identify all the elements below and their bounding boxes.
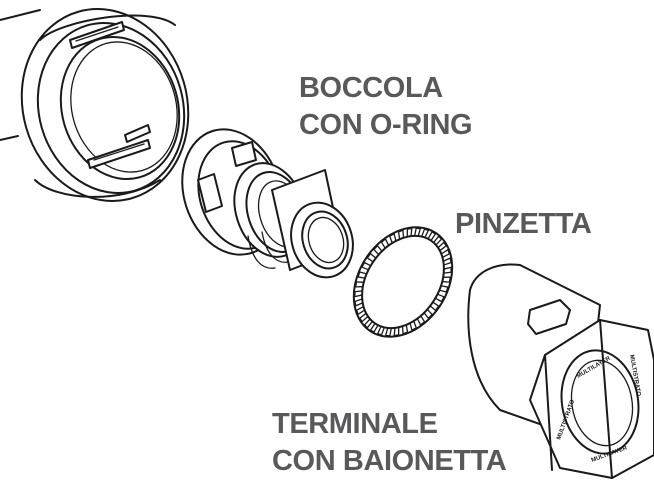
clip-tooth: [359, 313, 368, 323]
clip-tooth: [373, 245, 382, 255]
clip-ring-inner: [361, 234, 445, 330]
clip-tooth: [393, 327, 400, 337]
clip-tooth: [356, 306, 365, 315]
clip-tooth: [424, 309, 433, 319]
clip-tooth: [430, 302, 440, 312]
label-boccola-line-1: BOCCOLA: [299, 72, 443, 104]
clip-tooth: [444, 266, 452, 274]
clip-tooth: [439, 285, 449, 293]
terminal-hex-edge-2: [599, 319, 613, 479]
clip-tooth: [443, 257, 452, 266]
ring-slot-bottom: [87, 139, 151, 169]
label-terminale-con-baionetta: TERMINALE CON BAIONETTA: [272, 406, 507, 480]
clip-tooth: [409, 321, 417, 331]
ring-slot-top: [69, 21, 125, 49]
clip-tooth: [384, 328, 392, 337]
clip-tooth: [357, 271, 367, 279]
ring-top-side: [39, 14, 176, 41]
clip-tooth: [441, 249, 450, 258]
pipe-bottom-edge: [0, 135, 19, 141]
clip-tooth: [380, 238, 389, 249]
clip-tooth: [354, 290, 362, 298]
clip-tooth: [397, 229, 405, 239]
label-pinzetta: PINZETTA: [455, 208, 592, 240]
bushing-with-o-ring: [181, 128, 354, 279]
clip-tooth: [438, 241, 447, 251]
clip-ring: [352, 226, 454, 338]
ring-slot-right: [124, 124, 151, 143]
label-boccola-con-o-ring: BOCCOLA CON O-RING: [299, 70, 473, 144]
terminal-nut-face: [560, 349, 640, 455]
clip-tooth: [433, 235, 443, 245]
clip-tooth: [435, 293, 445, 303]
clip-ring-teeth: [354, 227, 452, 337]
clip-tooth: [401, 325, 409, 335]
clip-tooth: [414, 227, 422, 236]
clip-tooth: [427, 231, 437, 241]
clip-tooth: [366, 252, 376, 262]
pipe-top-edge: [0, 9, 41, 21]
clip-tooth: [361, 261, 371, 271]
clip-tooth: [406, 227, 413, 237]
clip-tooth: [377, 326, 385, 336]
ring-bottom-side: [34, 179, 161, 198]
label-terminale-line-1: TERMINALE: [272, 408, 438, 440]
clip-tooth: [354, 281, 364, 288]
terminal-hex-edge-1: [544, 354, 553, 471]
label-boccola-line-2: CON O-RING: [299, 109, 473, 141]
clip-tooth: [421, 228, 429, 238]
clip-tooth: [369, 323, 379, 333]
clip-tooth: [389, 233, 397, 243]
bushing-ridge-1: [247, 235, 276, 269]
terminal-bayonet-tab: [527, 299, 571, 335]
bushing-front-bore: [301, 210, 349, 270]
terminal-hex-nut: [529, 319, 654, 479]
ring-outer-rim: [20, 8, 190, 202]
bushing-window-left: [197, 173, 223, 213]
bayonet-ring: [0, 8, 190, 202]
terminal-nut-bore: [570, 359, 634, 447]
clip-tooth: [442, 276, 452, 283]
bushing-window-top: [231, 141, 257, 167]
clip-tooth: [363, 319, 373, 329]
label-terminale-line-2: CON BAIONETTA: [272, 445, 507, 477]
clip-tooth: [354, 298, 363, 307]
bushing-ridge-2: [261, 231, 289, 263]
bushing-front-inner: [307, 216, 345, 264]
bayonet-terminal: MULTILAYER MULTISTRATO MULTILAYER MULTIS…: [467, 263, 654, 479]
ring-inner-bore: [70, 41, 178, 173]
clip-tooth: [417, 315, 426, 326]
